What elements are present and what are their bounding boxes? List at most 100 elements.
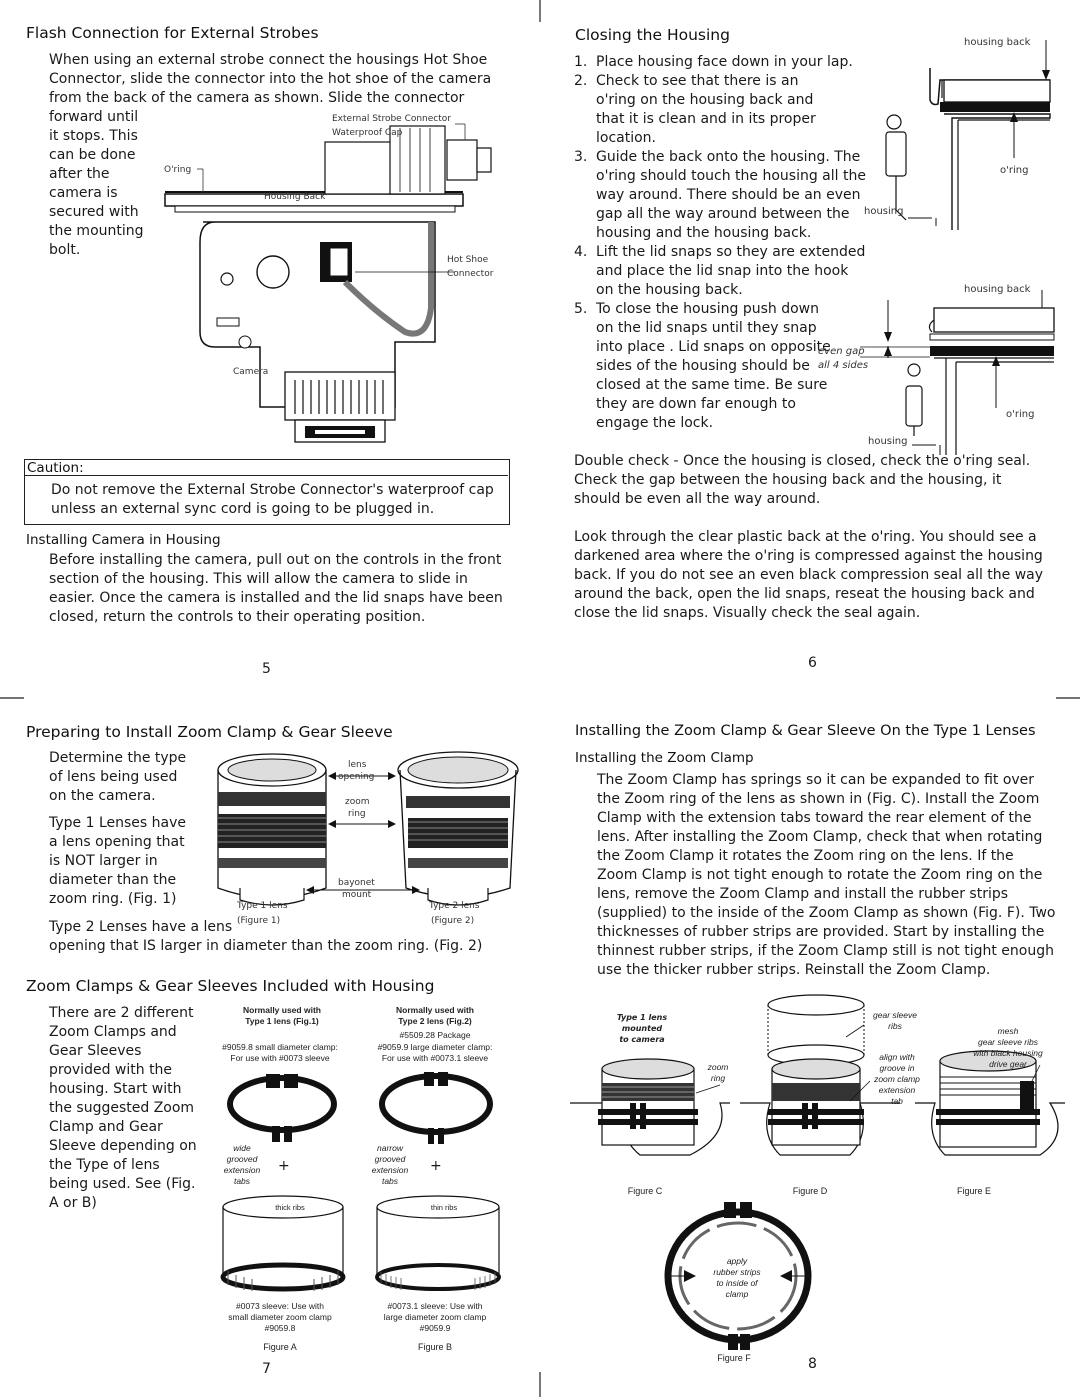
- p7-clamps-text-body: There are 2 different Zoom Clamps and Ge…: [49, 1005, 197, 1192]
- double-check-label: Double check: [574, 453, 670, 469]
- figB-clamp-drawing: [379, 1072, 493, 1144]
- p8-ref-f: (Fig. F): [972, 905, 1021, 921]
- figE-mesh-line: mesh: [997, 1026, 1019, 1036]
- figF-apply-line: to inside of: [716, 1278, 758, 1288]
- p7-title: Preparing to Install Zoom Clamp & Gear S…: [26, 723, 393, 741]
- p8-text-a: The Zoom Clamp has springs so it can be …: [597, 772, 1035, 807]
- label-camera: Camera: [233, 367, 269, 377]
- label-figure-2: (Figure 2): [431, 916, 475, 926]
- figC-zoom-line: zoom: [707, 1062, 729, 1072]
- label-figure-1: (Figure 1): [237, 916, 281, 926]
- p5-wrap-line: the mounting: [49, 223, 144, 239]
- figB-head2: Type 2 lens (Fig.2): [398, 1016, 472, 1026]
- p8-text-b: . Install the Zoom Clamp with the extens…: [597, 791, 1043, 921]
- figC-zoom-ring: zoom ring: [698, 1062, 738, 1084]
- figD-gear-sleeve-ribs: gear sleeve ribs: [860, 1010, 930, 1032]
- figE-mesh: mesh gear sleeve ribs with black housing…: [958, 1026, 1058, 1070]
- label-hot-shoe: Hot Shoe: [447, 255, 489, 265]
- figD-align-line: tab: [891, 1096, 903, 1106]
- figA-plus: +: [278, 1158, 290, 1174]
- label-type1-lens: Type 1 lens: [237, 901, 288, 911]
- figA-head: Normally used with Type 1 lens (Fig.1): [222, 1005, 342, 1027]
- figB-cap2: large diameter zoom clamp: [383, 1312, 487, 1322]
- p7-type2: Type 2 Lenses have a lens: [49, 919, 233, 935]
- p5-install-text: Before installing the camera, pull out o…: [49, 552, 503, 625]
- p7-fig2-ref: (Fig. 2): [433, 938, 483, 954]
- page-number-6: 6: [808, 655, 817, 671]
- p5-wrap-line: after the: [49, 166, 110, 182]
- fig2-label-all-sides: all 4 sides: [818, 360, 869, 371]
- p6-look-text: Look through the clear plastic back at t…: [574, 529, 1044, 621]
- caution-text: Do not remove the External Strobe Connec…: [51, 482, 494, 517]
- figF-apply-line: rubber strips: [713, 1267, 761, 1277]
- p6-title: Closing the Housing: [575, 26, 730, 44]
- figA-cap3: #9059.8: [264, 1323, 296, 1333]
- p7-type2-cont-text: opening that IS larger in diameter than …: [49, 938, 430, 954]
- caution-box: [24, 459, 510, 525]
- p5-wrap-text: forward until it stops. This can be done…: [49, 108, 169, 260]
- p8-title: Installing the Zoom Clamp & Gear Sleeve …: [575, 723, 1036, 739]
- figA-tab-line: grooved: [226, 1154, 258, 1164]
- label-bayonet-1: bayonet: [338, 878, 375, 888]
- page-number-5: 5: [262, 661, 271, 677]
- figF-clamp-drawing: [664, 1202, 812, 1350]
- double-check-text: - Once the housing is closed, check the …: [574, 453, 1031, 507]
- label-oring: O'ring: [164, 165, 192, 175]
- label-zoom-ring-2: ring: [348, 809, 366, 819]
- figA-clamp: #9059.8 small diameter clamp: For use wi…: [205, 1042, 355, 1064]
- figB-cap1: #0073.1 sleeve: Use with: [387, 1301, 483, 1311]
- figA-cap1: #0073 sleeve: Use with: [236, 1301, 324, 1311]
- p7-clamps-ref: (Fig. A or B): [49, 1176, 196, 1211]
- figD-align-line: extension: [878, 1085, 916, 1095]
- figA-head1: Normally used with: [243, 1005, 321, 1015]
- p7-type2-cont: opening that IS larger in diameter than …: [49, 937, 482, 956]
- p5-wrap-line: forward until: [49, 109, 139, 125]
- p7-type1: Type 1 Lenses have a lens opening that i…: [49, 814, 199, 909]
- label-lens-opening-1: lens: [348, 760, 367, 770]
- label-lens-opening-2: opening: [338, 772, 375, 782]
- fig2-label-housing: housing: [868, 436, 908, 447]
- figA-tabs: wide grooved extension tabs: [214, 1143, 270, 1187]
- label-bayonet-2: mount: [342, 890, 372, 900]
- figB-head: Normally used with Type 2 lens (Fig.2): [375, 1005, 495, 1027]
- housing-closing-figure-2: [860, 290, 1055, 455]
- page-number-7: 7: [262, 1361, 271, 1377]
- p5-wrap-line: it stops. This: [49, 128, 138, 144]
- p7-type1-text: Type 1 Lenses have a lens opening that i…: [49, 815, 187, 907]
- p8-ref-c: (Fig. C): [866, 791, 917, 807]
- p7-fig1-ref: (Fig. 1): [127, 891, 177, 907]
- figD-label: Figure D: [792, 1186, 828, 1196]
- figA-tab-line: tabs: [233, 1176, 251, 1186]
- figB-clamp2: For use with #0073.1 sleeve: [381, 1053, 489, 1063]
- fig1-label-oring: o'ring: [1000, 165, 1029, 176]
- p5-title: Flash Connection for External Strobes: [26, 24, 319, 42]
- fig2-label-housing-back: housing back: [964, 284, 1031, 295]
- figures-cde-illustration: [570, 994, 1065, 1156]
- figB-pkg: #5509.28 Package: [399, 1030, 471, 1040]
- figF-apply: apply rubber strips to inside of clamp: [697, 1256, 777, 1300]
- p7-clamps-text: There are 2 different Zoom Clamps and Ge…: [49, 1004, 199, 1213]
- figC-type1-label: Type 1 lens mounted to camera: [605, 1012, 679, 1045]
- figB-plus: +: [430, 1158, 442, 1174]
- label-type2-lens: Type 2 lens: [429, 901, 480, 911]
- figB-ribs: thin ribs: [430, 1203, 458, 1212]
- p5-wrap-line: can be done: [49, 147, 136, 163]
- figB-tabs: narrow grooved extension tabs: [362, 1143, 418, 1187]
- figF-apply-line: apply: [726, 1256, 748, 1266]
- p5-install-title: Installing Camera in Housing: [26, 532, 221, 548]
- p7-title2: Zoom Clamps & Gear Sleeves Included with…: [26, 977, 435, 995]
- figC-label: Figure C: [627, 1186, 663, 1196]
- figE-mesh-line: gear sleeve ribs: [977, 1037, 1038, 1047]
- p6-step: 1.Place housing face down in your lap.: [574, 54, 853, 70]
- fig2-label-oring: o'ring: [1006, 409, 1035, 420]
- figF-label: Figure F: [717, 1353, 751, 1363]
- label-housing-back: Housing Back: [264, 192, 326, 202]
- p8-subtitle: Installing the Zoom Clamp: [575, 750, 754, 766]
- camera-housing-illustration: [164, 123, 492, 443]
- figC-zoom-line: ring: [710, 1073, 726, 1083]
- figE-mesh-line: with black housing: [973, 1048, 1043, 1058]
- p5-wrap-line: secured with: [49, 204, 139, 220]
- figB-head1: Normally used with: [396, 1005, 474, 1015]
- figB-tab-line: tabs: [381, 1176, 399, 1186]
- figA-label: Figure A: [263, 1342, 297, 1352]
